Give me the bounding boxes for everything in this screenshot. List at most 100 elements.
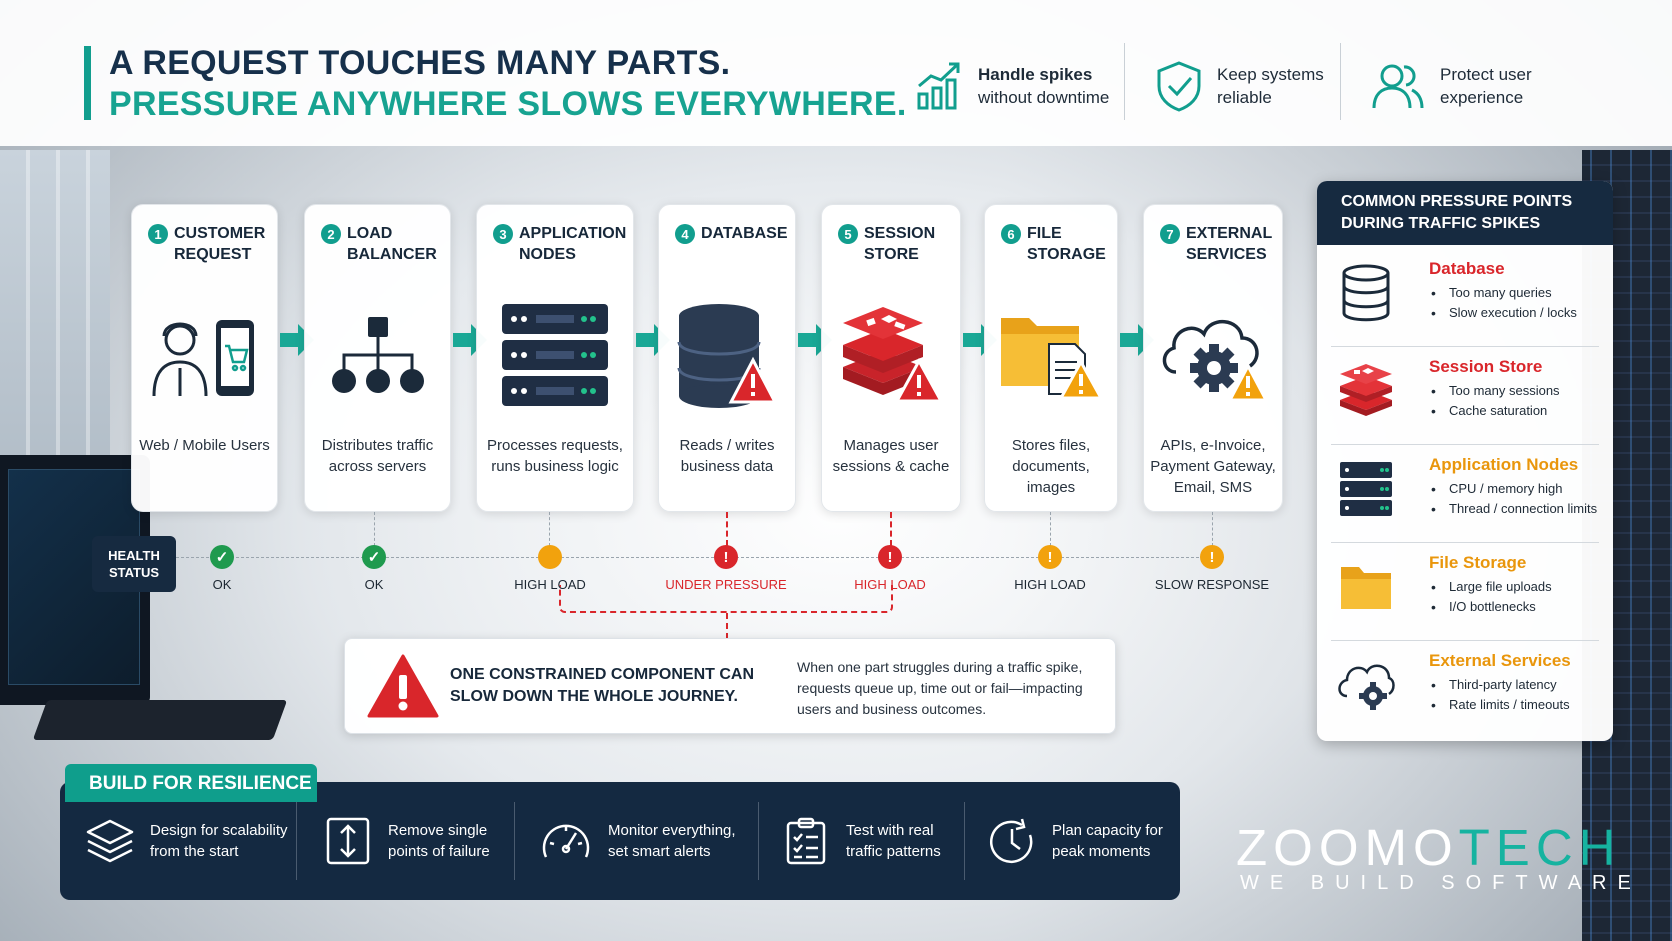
resilience-text: set smart alerts xyxy=(608,843,711,860)
brand-logo: ZOOMOTECH xyxy=(1236,819,1622,876)
card-title: APPLICATION NODES xyxy=(519,225,627,263)
status-label: SLOW RESPONSE xyxy=(1154,577,1270,592)
pressure-bullet: Rate limits / timeouts xyxy=(1429,695,1570,715)
status-label: HIGH LOAD xyxy=(514,577,586,592)
split-arrows-icon xyxy=(326,817,370,865)
status-label: UNDER PRESSURE xyxy=(665,577,787,592)
status-ok-icon: ✓ xyxy=(210,545,234,569)
folder-icon xyxy=(1341,567,1391,609)
pressure-bracket-stem xyxy=(726,613,728,639)
cache-icon xyxy=(1340,364,1392,416)
card-desc: APIs, e-Invoice, Payment Gateway, Email,… xyxy=(1150,437,1276,496)
pressure-item-title: Session Store xyxy=(1429,357,1543,376)
step-number: 5 xyxy=(838,224,858,244)
database-icon xyxy=(1342,264,1390,322)
alert-heading: ONE CONSTRAINED COMPONENT CAN SLOW DOWN … xyxy=(450,666,755,705)
card-desc: Web / Mobile Users xyxy=(139,437,270,454)
step-number: 7 xyxy=(1160,224,1180,244)
benefit-handle-spikes: Handle spikes without downtime xyxy=(916,56,1109,116)
users-icon xyxy=(1372,64,1424,109)
title-line-1: A REQUEST TOUCHES MANY PARTS. xyxy=(109,44,731,82)
resilience-text: Monitor everything, xyxy=(608,822,736,839)
card-desc: Stores files, documents, images xyxy=(1011,437,1091,496)
card-title: FILE STORAGE xyxy=(1027,225,1106,263)
pressure-bullet: CPU / memory high xyxy=(1429,479,1597,499)
card-title: EXTERNAL SERVICES xyxy=(1186,225,1272,263)
step-number: 4 xyxy=(675,224,695,244)
pressure-bullet: Too many queries xyxy=(1429,283,1577,303)
header: A REQUEST TOUCHES MANY PARTS. PRESSURE A… xyxy=(0,0,1672,146)
connector xyxy=(374,512,375,546)
benefit-2-line1: Keep systems xyxy=(1217,65,1324,84)
cloud-gear-warning-icon xyxy=(1162,319,1268,402)
pressure-item-file-storage: File Storage Large file uploadsI/O bottl… xyxy=(1331,543,1599,641)
card-external-services: 7 EXTERNAL SERVICES APIs, e-Invoice, Paym… xyxy=(1143,204,1283,512)
benefit-1-bold: Handle spikes xyxy=(978,65,1093,84)
step-number: 2 xyxy=(321,224,341,244)
connector xyxy=(1050,512,1051,546)
checklist-icon xyxy=(786,817,826,865)
resilience-text: Design for scalability xyxy=(150,822,288,839)
pressure-bullet: Cache saturation xyxy=(1429,401,1560,421)
resilience-text: peak moments xyxy=(1052,843,1151,860)
pressure-bullet: Third-party latency xyxy=(1429,675,1570,695)
step-number: 3 xyxy=(493,224,513,244)
status-label: HIGH LOAD xyxy=(854,577,926,592)
pressure-item-title: Application Nodes xyxy=(1429,455,1579,474)
pressure-points-panel: COMMON PRESSURE POINTS DURING TRAFFIC SP… xyxy=(1317,181,1613,741)
resilience-text: Plan capacity for xyxy=(1052,822,1163,839)
status-label: HIGH LOAD xyxy=(1014,577,1086,592)
cloud-gear-icon xyxy=(1338,664,1395,710)
resilience-item-capacity: Plan capacity for peak moments xyxy=(988,806,1163,876)
pressure-item-session-store: Session Store Too many sessionsCache sat… xyxy=(1331,347,1599,445)
title-accent-bar xyxy=(84,46,91,120)
benefit-1-rest: without downtime xyxy=(978,88,1110,107)
alert-box: ONE CONSTRAINED COMPONENT CAN SLOW DOWN … xyxy=(344,638,1116,734)
status-warning-icon: ! xyxy=(1038,545,1062,569)
gauge-icon xyxy=(542,824,590,858)
header-divider xyxy=(1340,43,1341,120)
connector xyxy=(1212,512,1213,546)
status-critical-icon: ! xyxy=(714,545,738,569)
pressure-item-external-services: External Services Third-party latencyRat… xyxy=(1331,641,1599,737)
pressure-bullet: Slow execution / locks xyxy=(1429,303,1577,323)
clock-icon xyxy=(989,818,1033,864)
pressure-bullet: Large file uploads xyxy=(1429,577,1552,597)
shield-check-icon xyxy=(1157,61,1201,112)
status-ok-icon: ✓ xyxy=(362,545,386,569)
card-title: DATABASE xyxy=(701,225,788,242)
status-warning-icon xyxy=(538,545,562,569)
pressure-bullet: Too many sessions xyxy=(1429,381,1560,401)
panel-title: COMMON PRESSURE POINTS DURING TRAFFIC SP… xyxy=(1317,181,1613,245)
resilience-text: points of failure xyxy=(388,843,490,860)
card-title: CUSTOMER REQUEST xyxy=(174,225,266,263)
health-status-line xyxy=(176,557,1224,558)
benefit-3-rest: experience xyxy=(1440,88,1524,107)
server-stack-icon xyxy=(502,304,608,406)
pressure-bracket xyxy=(559,585,893,613)
pressure-item-database: Database Too many queriesSlow execution … xyxy=(1331,249,1599,347)
pressure-bullet: Thread / connection limits xyxy=(1429,499,1597,519)
pressure-bullet: I/O bottlenecks xyxy=(1429,597,1552,617)
connector xyxy=(726,512,728,546)
status-warning-icon: ! xyxy=(1200,545,1224,569)
folder-warning-icon xyxy=(1001,318,1103,400)
status-label: OK xyxy=(364,577,384,592)
database-warning-icon xyxy=(677,304,777,408)
card-title: SESSION STORE xyxy=(864,225,936,263)
resilience-item-monitor: Monitor everything, set smart alerts xyxy=(540,806,736,876)
connector xyxy=(549,512,550,546)
server-icon xyxy=(1340,462,1392,516)
cache-warning-icon xyxy=(843,307,943,403)
brand-tagline: WE BUILD SOFTWARE xyxy=(1240,872,1642,894)
benefit-3-line1: Protect user xyxy=(1440,65,1532,84)
status-critical-icon: ! xyxy=(878,545,902,569)
header-divider xyxy=(1124,43,1125,120)
